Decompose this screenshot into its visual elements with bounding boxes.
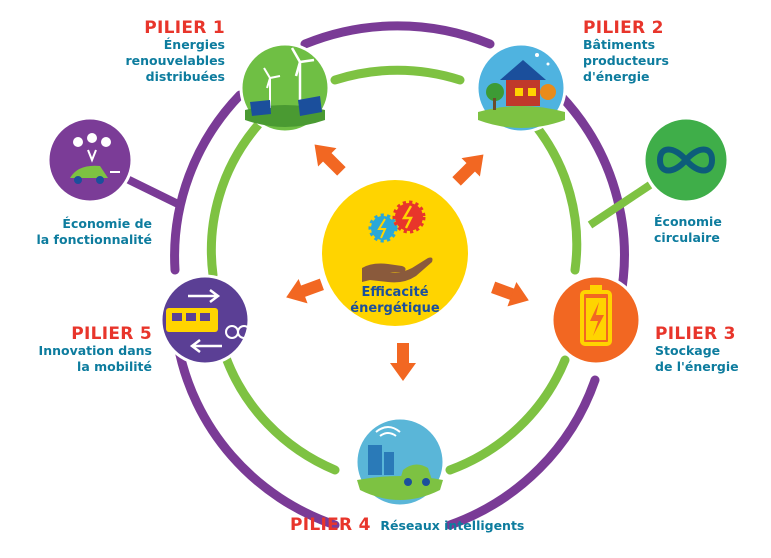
outer-ring (170, 21, 629, 530)
center-line1: Efficacité (361, 285, 428, 300)
wind-solar-icon (239, 42, 331, 134)
smart-grid-icon (354, 416, 446, 508)
arrow-p4 (390, 343, 416, 381)
infinity-loop-icon (642, 116, 730, 204)
gear-icon (368, 200, 426, 243)
pillar-2-line2: producteurs (583, 53, 669, 68)
pillar-2-line3: d'énergie (583, 69, 650, 84)
pillar-5-title: PILIER 5 (71, 324, 152, 344)
pillar-2-label: PILIER 2 Bâtiments producteurs d'énergie (583, 20, 733, 85)
arrow-p5 (286, 278, 324, 304)
pillar-3-line2: de l'énergie (655, 359, 739, 374)
pillar-2-title: PILIER 2 (583, 18, 664, 38)
fonct-line1: Économie de (62, 216, 152, 231)
ring-segment (555, 90, 629, 305)
pillar-4-title: PILIER 4 (290, 515, 371, 535)
pillar-5-line2: la mobilité (77, 359, 152, 374)
tram-bike-icon (159, 274, 251, 366)
economie-circulaire-label: Économie circulaire (654, 214, 764, 246)
arrow-p3 (491, 281, 529, 307)
arrow-p1 (314, 144, 346, 176)
pillar-3-title: PILIER 3 (655, 324, 736, 344)
pillar-5-label: PILIER 5 Innovation dans la mobilité (12, 326, 152, 375)
pillar-2-line1: Bâtiments (583, 37, 656, 52)
circ-line1: Économie (654, 214, 722, 229)
pillar-3-label: PILIER 3 Stockage de l'énergie (655, 326, 765, 375)
pillar-4-label: PILIER 4 Réseaux intelligents (290, 516, 550, 534)
connector-circulaire (587, 181, 653, 229)
center-efficiency: Efficacité énergétique (322, 180, 468, 326)
battery-icon (550, 274, 642, 366)
inner-ring (206, 65, 582, 475)
arrows (286, 144, 529, 381)
pillar-1-line2: renouvelables (125, 53, 225, 68)
arrow-p2 (452, 154, 484, 186)
solar-house-icon (475, 42, 567, 134)
pillar-1-title: PILIER 1 (144, 18, 225, 38)
pillar-5-line1: Innovation dans (38, 343, 152, 358)
pillar-4-line1: Réseaux intelligents (380, 518, 525, 533)
pillar-1-line1: Énergies (163, 37, 225, 52)
center-line2: énergétique (350, 301, 440, 316)
pillar-1-line3: distribuées (145, 69, 225, 84)
hand-icon (362, 257, 433, 283)
pillar-1-label: PILIER 1 Énergies renouvelables distribu… (80, 20, 225, 85)
pillar-3-line1: Stockage (655, 343, 721, 358)
economie-fonctionnalite-label: Économie de la fonctionnalité (20, 216, 152, 248)
shared-car-icon (46, 116, 134, 204)
fonct-line2: la fonctionnalité (36, 232, 152, 247)
connector-fonctionnalite (123, 174, 182, 209)
circ-line2: circulaire (654, 230, 720, 245)
